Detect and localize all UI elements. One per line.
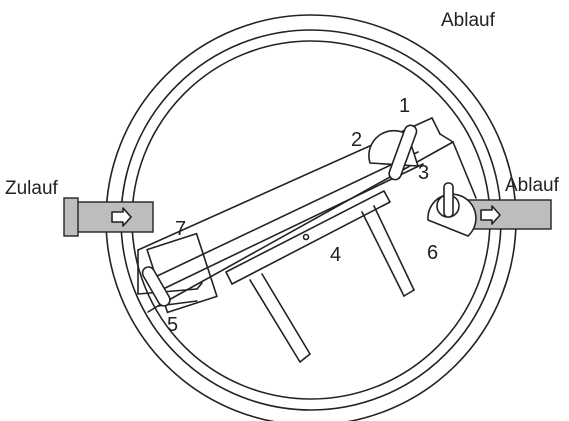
- component-5-handle: [141, 266, 171, 307]
- label-ablauf-top: Ablauf: [441, 10, 496, 31]
- label-2: 2: [351, 129, 362, 151]
- label-ablauf-right: Ablauf: [505, 175, 560, 196]
- label-7: 7: [175, 218, 186, 240]
- label-3: 3: [418, 162, 429, 184]
- component-1-handle: [388, 124, 418, 181]
- label-5: 5: [167, 314, 178, 336]
- inlet-pipe: [63, 197, 154, 237]
- outlet-arrow-icon: [480, 205, 501, 225]
- frame-pivot: [302, 233, 310, 241]
- label-1: 1: [399, 95, 410, 117]
- channel-walls: [137, 117, 477, 313]
- outlet-pipe: [466, 199, 552, 230]
- inlet-arrow-icon: [111, 207, 132, 227]
- weir-trough: [152, 151, 424, 291]
- component-6-valve: [427, 182, 477, 237]
- label-zulauf: Zulauf: [5, 178, 59, 199]
- label-6: 6: [427, 242, 438, 264]
- component-4-frame: [225, 190, 415, 363]
- label-4: 4: [330, 244, 341, 266]
